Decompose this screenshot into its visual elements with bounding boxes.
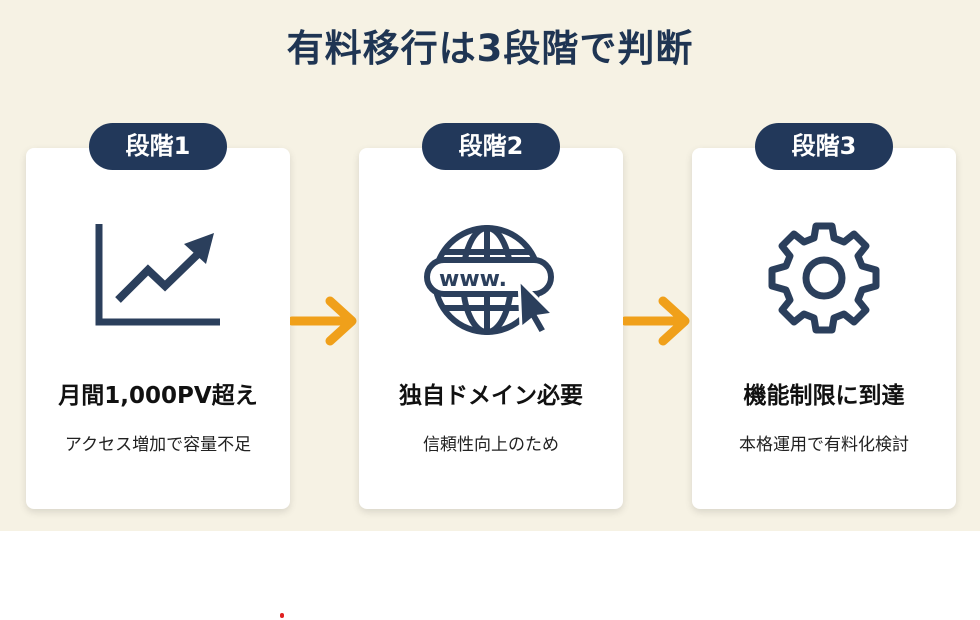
- stage-2-description: 信頼性向上のため: [423, 435, 559, 455]
- stage-3-card: 機能制限に到達 本格運用で有料化検討: [692, 148, 956, 509]
- red-dot: [280, 613, 284, 618]
- gear-icon: [768, 222, 880, 334]
- stage-1-description: アクセス増加で容量不足: [64, 435, 252, 455]
- stage-1-card: 月間1,000PV超え アクセス増加で容量不足: [26, 148, 290, 509]
- stage-3-heading: 機能制限に到達: [743, 383, 905, 409]
- stage-2-card: www. 独自ドメイン必要 信頼性向上のため: [359, 148, 623, 509]
- arrow-right-icon: [623, 296, 690, 346]
- stage-2-badge: 段階2: [422, 123, 560, 170]
- chart-growth-icon: [95, 224, 220, 326]
- www-text: www.: [439, 267, 507, 292]
- stage-3-badge: 段階3: [755, 123, 893, 170]
- stage-1-heading: 月間1,000PV超え: [58, 383, 258, 409]
- stage-1-badge: 段階1: [89, 123, 227, 170]
- globe-www-cursor-icon: www.: [424, 225, 557, 336]
- page-title: 有料移行は3段階で判断: [286, 27, 694, 70]
- stage-3-description: 本格運用で有料化検討: [739, 435, 909, 455]
- stage-2-heading: 独自ドメイン必要: [399, 383, 583, 409]
- arrow-right-icon: [290, 296, 357, 346]
